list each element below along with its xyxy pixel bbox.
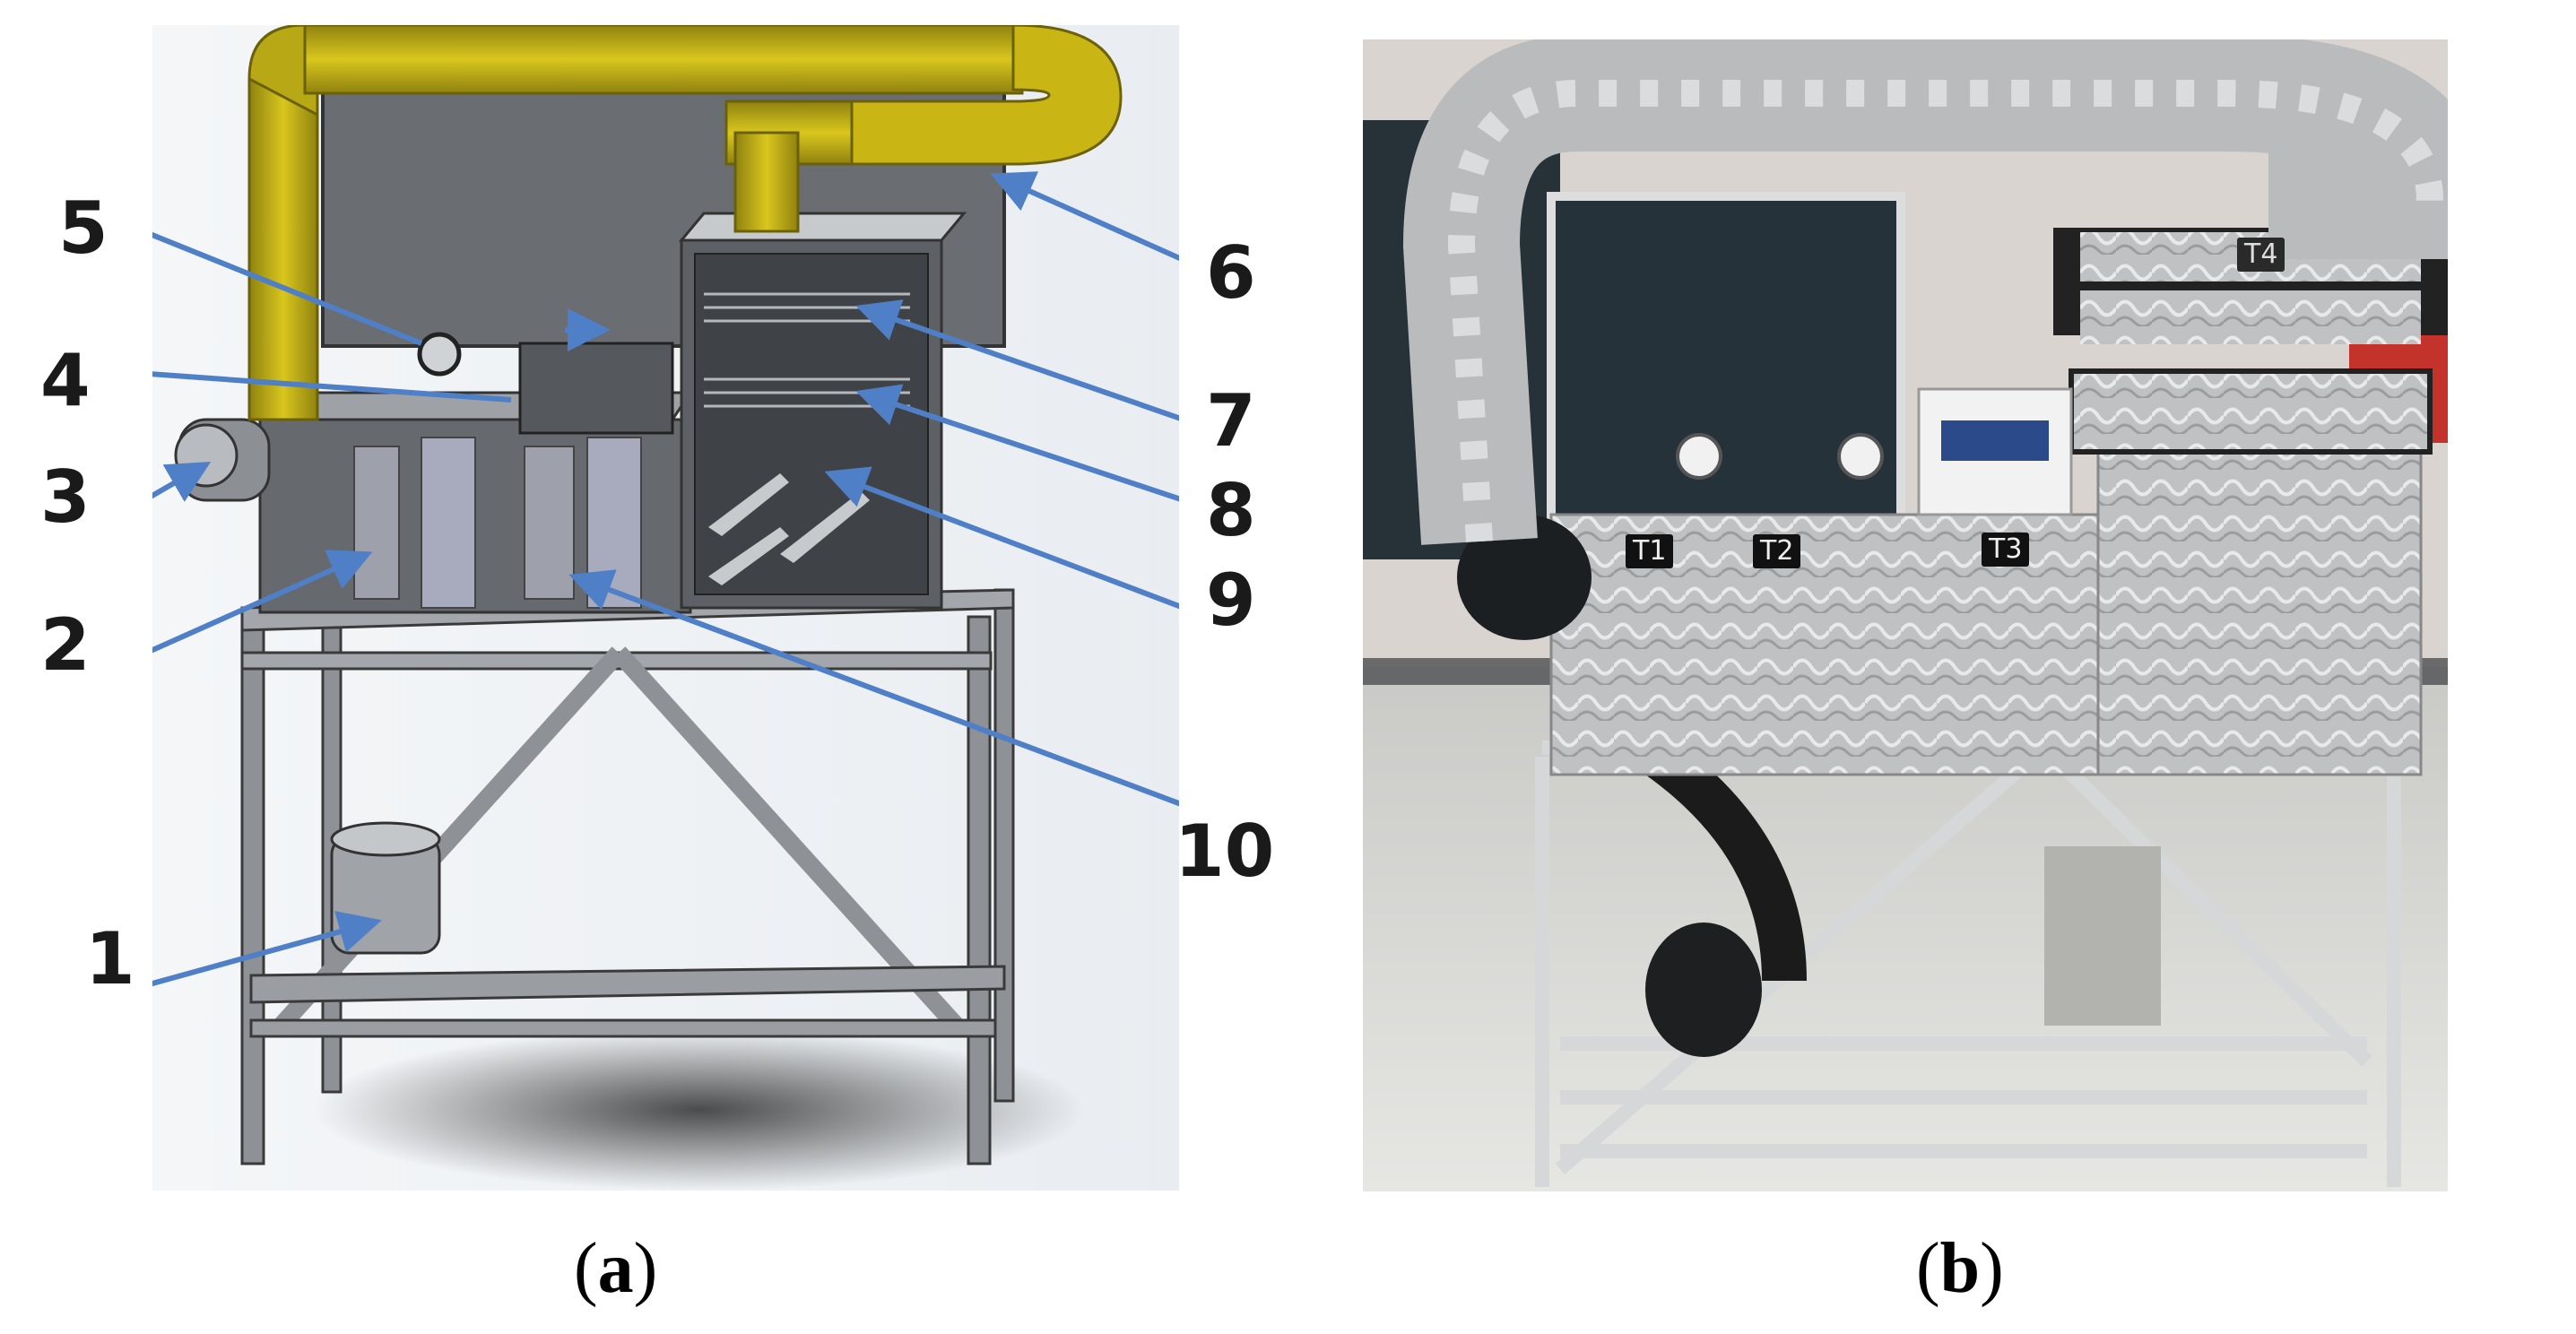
- gauge-1: [1676, 433, 1722, 480]
- sensor-tag-t2: T2: [1753, 534, 1801, 568]
- callout-10: 10: [1175, 810, 1275, 893]
- compressor: [330, 821, 441, 955]
- pressure-gauge: [417, 332, 462, 377]
- callout-7: 7: [1206, 379, 1256, 463]
- callout-9: 9: [1206, 559, 1256, 642]
- callout-3: 3: [40, 455, 91, 539]
- sensor-tag-t4: T4: [2237, 238, 2285, 272]
- compressor-photo: [1645, 923, 1762, 1057]
- caption-a: (a): [574, 1229, 658, 1308]
- callout-1: 1: [85, 917, 135, 1000]
- cad-model-panel: [152, 25, 1179, 1191]
- floor-shadow: [314, 1029, 1085, 1191]
- apparatus-photo: [1363, 39, 2448, 1191]
- sensor-tag-t1: T1: [1626, 534, 1674, 568]
- callout-8: 8: [1206, 469, 1256, 552]
- sensor-tag-t3: T3: [1982, 533, 2030, 567]
- callout-4: 4: [40, 339, 91, 422]
- gauge-2: [1837, 433, 1884, 480]
- caption-b: (b): [1916, 1229, 2004, 1308]
- callout-5: 5: [58, 186, 108, 270]
- blower-fan: [174, 418, 271, 502]
- return-duct: [247, 25, 1123, 421]
- leader-arrows: [152, 171, 1179, 987]
- insulated-chamber: [2096, 441, 2423, 776]
- callout-2: 2: [40, 603, 91, 687]
- bottom-shelf: [249, 965, 1006, 1038]
- back-board: [1547, 192, 1905, 533]
- cad-drawing: [152, 25, 1179, 1191]
- photo-panel: [1363, 39, 2448, 1191]
- fan-photo: [1457, 515, 1592, 640]
- callout-6: 6: [1206, 231, 1256, 315]
- control-box: [518, 342, 674, 435]
- trash-bin: [2044, 846, 2161, 1026]
